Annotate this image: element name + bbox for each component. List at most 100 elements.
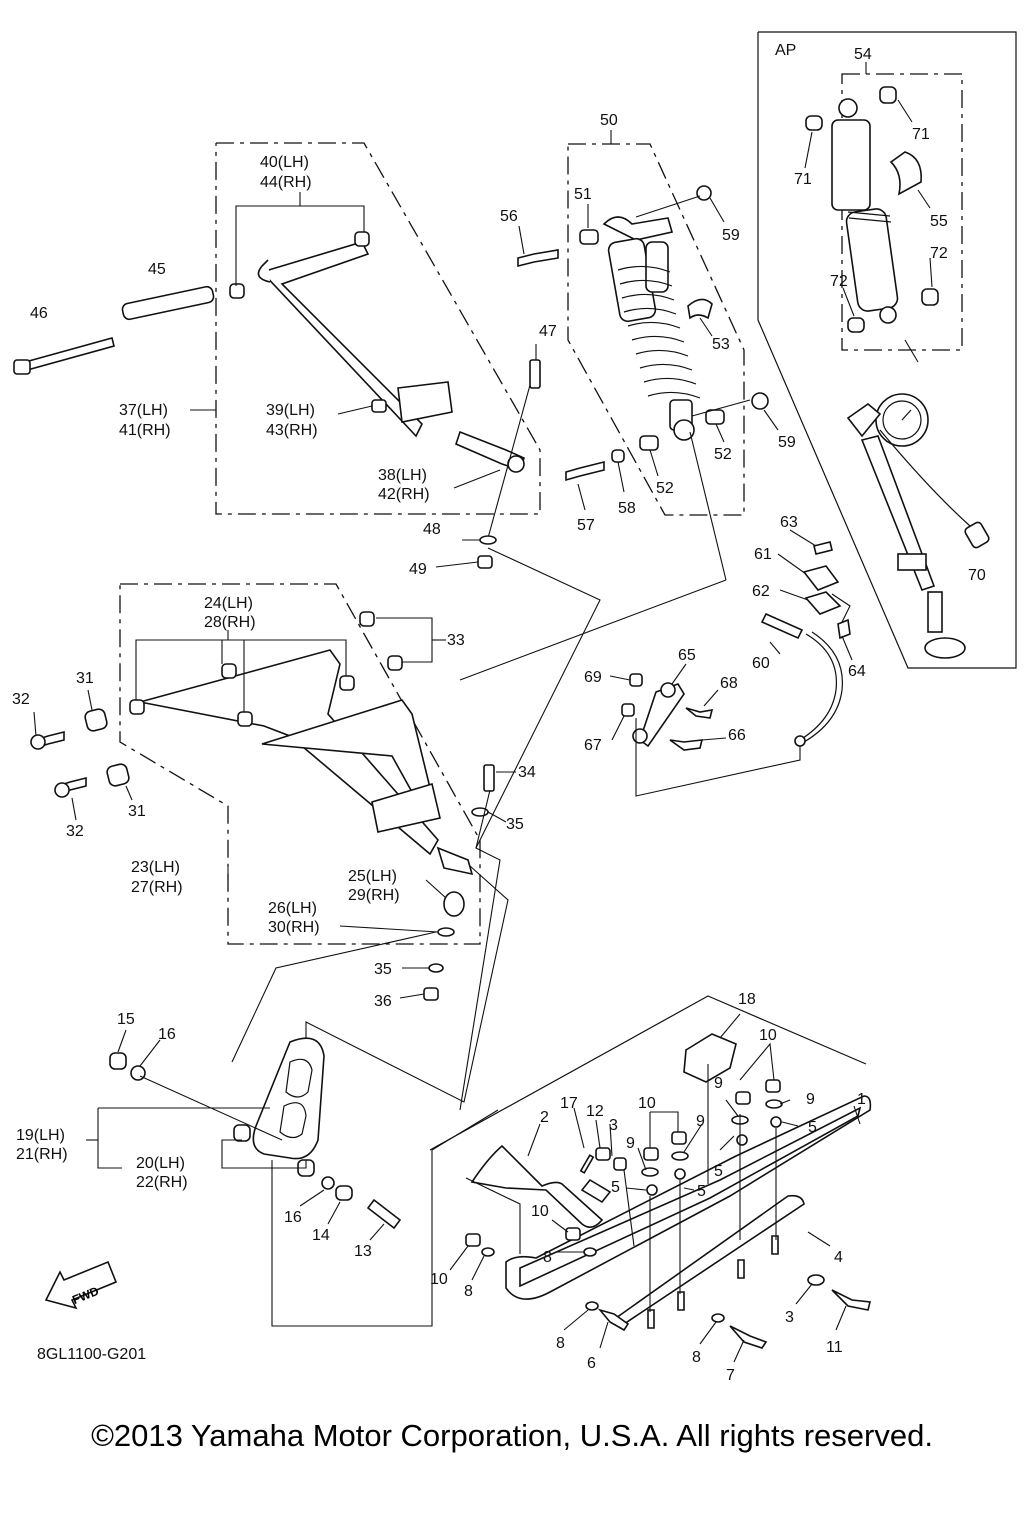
ski-assembly bbox=[429, 995, 872, 1363]
callout: 70 bbox=[968, 567, 986, 584]
handle-2-icon bbox=[470, 1144, 604, 1228]
callout: 59 bbox=[778, 434, 796, 451]
collar-31-icon bbox=[84, 708, 108, 732]
collar-58-icon bbox=[611, 449, 625, 463]
callout: 31 bbox=[76, 670, 94, 687]
callout: 41(RH) bbox=[119, 422, 171, 439]
bushing-59-bottom-icon bbox=[751, 392, 769, 410]
callout: 54 bbox=[854, 46, 872, 63]
bolt-7-icon bbox=[729, 1325, 768, 1349]
ap-shock-kit-box: AP bbox=[757, 31, 1017, 669]
callout: 30(RH) bbox=[268, 919, 320, 936]
callout: 3 bbox=[785, 1309, 794, 1326]
bolt-57-icon bbox=[565, 460, 605, 482]
callout: 38(LH) bbox=[378, 467, 427, 484]
collar-tube-icon bbox=[121, 285, 215, 321]
callout: 10 bbox=[430, 1271, 448, 1288]
callout: 56 bbox=[500, 208, 518, 225]
bushing-62-icon bbox=[804, 591, 842, 615]
callout: 72 bbox=[930, 245, 948, 262]
callout: 25(LH) bbox=[348, 868, 397, 885]
pin-17-icon bbox=[579, 1154, 595, 1174]
callout: 65 bbox=[678, 647, 696, 664]
callout: 44(RH) bbox=[260, 174, 312, 191]
callout: 3 bbox=[609, 1117, 618, 1134]
bolt-68-icon bbox=[685, 707, 714, 719]
callout: 60 bbox=[752, 655, 770, 672]
callout: 39(LH) bbox=[266, 402, 315, 419]
callout: 29(RH) bbox=[348, 887, 400, 904]
callout: 23(LH) bbox=[131, 859, 180, 876]
stabilizer-bar-icon bbox=[760, 612, 804, 640]
callout: 5 bbox=[697, 1183, 706, 1200]
callout: 59 bbox=[722, 227, 740, 244]
spindle-assembly bbox=[86, 1029, 402, 1241]
callout: 46 bbox=[30, 305, 48, 322]
callout: 43(RH) bbox=[266, 422, 318, 439]
callout: 6 bbox=[587, 1355, 596, 1372]
callout: 5 bbox=[714, 1163, 723, 1180]
shaft-13-icon bbox=[366, 1198, 402, 1230]
ap-label-band-icon bbox=[889, 151, 922, 196]
callout: 17 bbox=[560, 1095, 578, 1112]
callout: 8 bbox=[543, 1249, 552, 1266]
callout: 71 bbox=[794, 171, 812, 188]
callout: 5 bbox=[611, 1179, 620, 1196]
copyright-notice: ©2013 Yamaha Motor Corporation, U.S.A. A… bbox=[91, 1418, 933, 1453]
nut-49-icon bbox=[477, 555, 493, 569]
callout: 8 bbox=[556, 1335, 565, 1352]
bolt-56-icon bbox=[517, 249, 559, 268]
callout: 7 bbox=[726, 1367, 735, 1384]
bushing-33-icon bbox=[359, 611, 375, 627]
callout: 8 bbox=[464, 1283, 473, 1300]
diagram-code: 8GL1100-G201 bbox=[37, 1346, 147, 1363]
callout: 19(LH) bbox=[16, 1127, 65, 1144]
callout: 10 bbox=[759, 1027, 777, 1044]
callout: 53 bbox=[712, 336, 730, 353]
bolt-66-icon bbox=[669, 739, 704, 751]
callout: 45 bbox=[148, 261, 166, 278]
ball-joint-boot-icon bbox=[443, 891, 465, 917]
callout: 10 bbox=[531, 1203, 549, 1220]
ap-bushing-icon bbox=[805, 86, 939, 333]
nut-67-icon bbox=[621, 703, 635, 717]
callout: 31 bbox=[128, 803, 146, 820]
callout: 64 bbox=[848, 663, 866, 680]
callout: 34 bbox=[518, 764, 536, 781]
callout: 28(RH) bbox=[204, 614, 256, 631]
callout: 48 bbox=[423, 521, 441, 538]
callout: 63 bbox=[780, 514, 798, 531]
callout: 8 bbox=[692, 1349, 701, 1366]
link-61-icon bbox=[802, 565, 840, 591]
bushing-20-icon bbox=[233, 1124, 251, 1142]
callout: 10 bbox=[638, 1095, 656, 1112]
callout: 20(LH) bbox=[136, 1155, 185, 1172]
runner-4-icon bbox=[614, 1194, 805, 1325]
callout: 51 bbox=[574, 186, 592, 203]
callout: 55 bbox=[930, 213, 948, 230]
callout: 67 bbox=[584, 737, 602, 754]
ap-label: AP bbox=[775, 42, 796, 59]
callout: 37(LH) bbox=[119, 402, 168, 419]
fwd-arrow-icon: FWD bbox=[44, 1260, 118, 1310]
callout: 11 bbox=[826, 1339, 843, 1356]
callout: 72 bbox=[830, 273, 848, 290]
washer-48-icon bbox=[479, 535, 497, 545]
callout: 61 bbox=[754, 546, 772, 563]
nut-36-icon bbox=[423, 987, 439, 1001]
callout: 5 bbox=[808, 1119, 817, 1136]
callout: 26(LH) bbox=[268, 900, 317, 917]
grease-nipple-icon bbox=[371, 399, 387, 413]
callout: 9 bbox=[806, 1091, 815, 1108]
collar-14-icon bbox=[335, 1185, 353, 1201]
bolt-6-icon bbox=[597, 1308, 630, 1332]
callout: 9 bbox=[626, 1135, 635, 1152]
spindle-icon bbox=[252, 1037, 325, 1160]
callout: 33 bbox=[447, 632, 465, 649]
callout: 52 bbox=[714, 446, 732, 463]
callout: 62 bbox=[752, 583, 770, 600]
collar-51-icon bbox=[579, 229, 599, 245]
callout: 1 bbox=[857, 1091, 866, 1108]
stabilizer-link-group bbox=[609, 529, 853, 797]
